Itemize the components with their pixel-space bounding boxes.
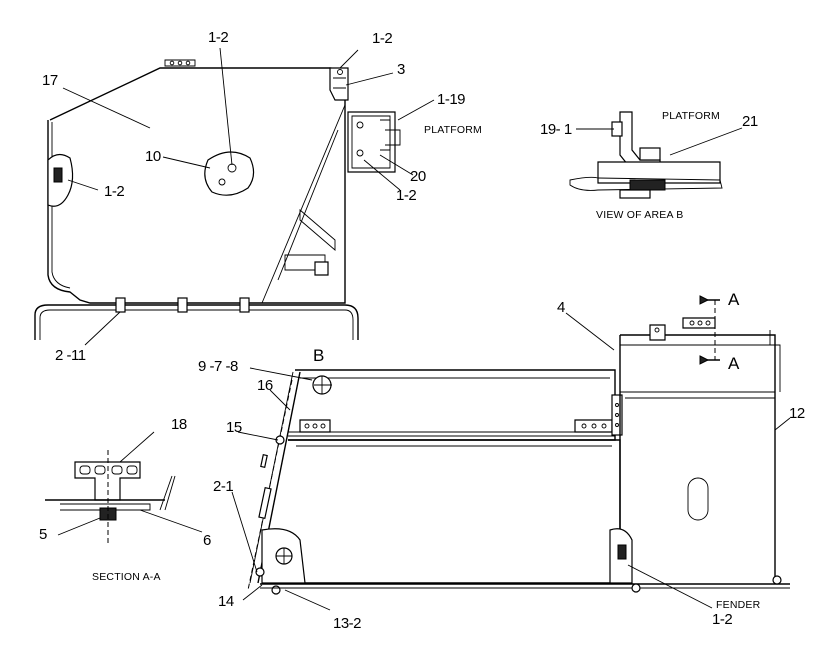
- callout-1-2-bracket: 1-2: [396, 187, 416, 204]
- callout-1-2-bottom: 1-2: [712, 611, 732, 628]
- upper-box-view: [34, 59, 401, 340]
- leader-lines: [57, 47, 791, 611]
- fender-caption: FENDER: [716, 599, 761, 611]
- callout-3: 3: [397, 61, 405, 78]
- callout-1-2-top-right: 1-2: [372, 30, 392, 47]
- callout-6: 6: [203, 532, 211, 549]
- callout-20: 20: [410, 168, 426, 185]
- callout-18: 18: [171, 416, 187, 433]
- area-b-detail: [569, 111, 723, 199]
- section-marker-a-bottom: A: [728, 354, 740, 373]
- callout-labels: 1-2 1-2 3 17 1-19 PLATFORM 10 1-2 20 1-2…: [39, 29, 805, 632]
- callout-1-2-left: 1-2: [104, 183, 124, 200]
- callout-2-11: 2 -11: [55, 347, 86, 364]
- callout-21: 21: [742, 113, 758, 130]
- callout-1-19: 1-19: [437, 91, 465, 108]
- callout-14: 14: [218, 593, 234, 610]
- callout-12: 12: [789, 405, 805, 422]
- section-a-a-detail: [45, 450, 176, 545]
- callout-17: 17: [42, 72, 58, 89]
- area-marker-b: B: [313, 346, 324, 365]
- callout-1-2-top-mid: 1-2: [208, 29, 228, 46]
- platform-label-main: PLATFORM: [424, 124, 482, 136]
- section-marker-a-top: A: [728, 290, 740, 309]
- callout-16: 16: [257, 377, 273, 394]
- callout-10: 10: [145, 148, 161, 165]
- callout-13-2: 13-2: [333, 615, 361, 632]
- platform-label-detail: PLATFORM: [662, 110, 720, 122]
- callout-15: 15: [226, 419, 242, 436]
- view-of-area-b-caption: VIEW OF AREA B: [596, 209, 683, 221]
- callout-19-1: 19- 1: [540, 121, 572, 138]
- callout-9-7-8: 9 -7 -8: [198, 358, 238, 375]
- callout-5: 5: [39, 526, 47, 543]
- callout-4: 4: [557, 299, 565, 316]
- lower-fender-view: [247, 295, 790, 595]
- callout-2-1: 2-1: [213, 478, 233, 495]
- section-a-a-caption: SECTION A-A: [92, 571, 161, 583]
